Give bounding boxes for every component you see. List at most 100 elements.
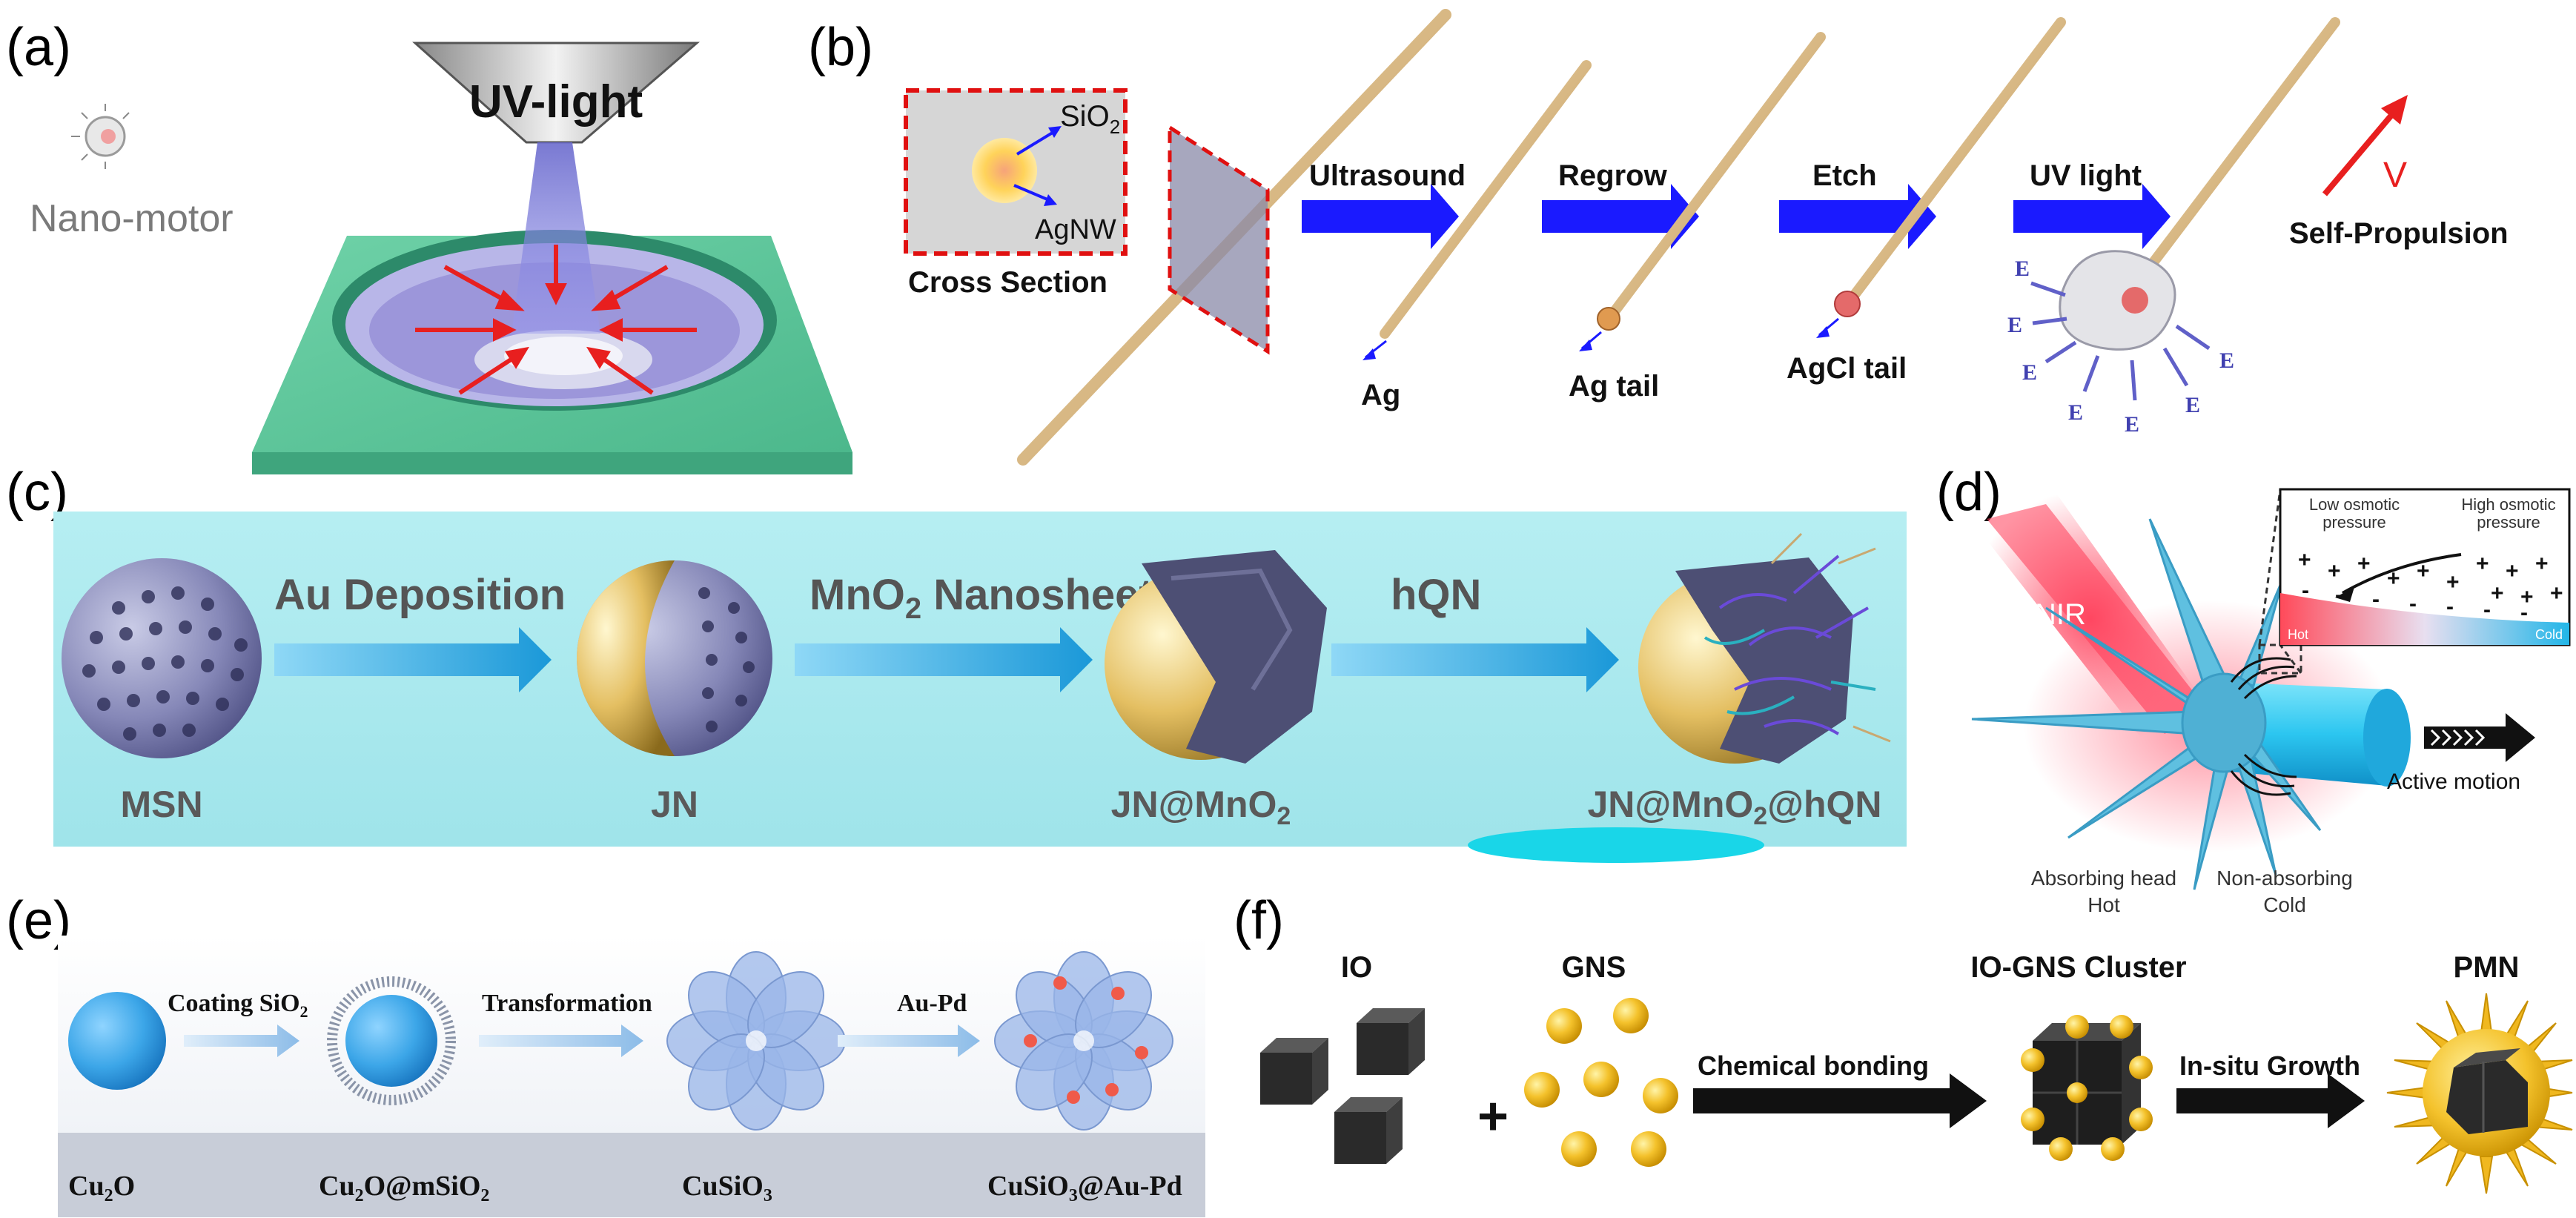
panel-f-label: (f) bbox=[1234, 891, 1284, 950]
cusio3-aupd-particle bbox=[994, 951, 1173, 1131]
svg-text:+: + bbox=[2357, 552, 2371, 576]
product-jn: JN bbox=[651, 784, 698, 825]
inset-hot-label: Hot bbox=[2288, 627, 2308, 642]
in-situ-arrow bbox=[2176, 1073, 2365, 1128]
velocity-label: V bbox=[2383, 156, 2407, 195]
ag-rod bbox=[1380, 60, 1592, 339]
step-ultrasound: Ultrasound bbox=[1309, 159, 1466, 192]
active-motion-label: Active motion bbox=[2387, 769, 2520, 794]
product-cusio3: CuSiO3 bbox=[682, 1171, 772, 1205]
absorbing-hot-label: Hot bbox=[2087, 893, 2120, 916]
svg-text:+: + bbox=[2328, 559, 2341, 583]
product-cusio3-aupd: CuSiO3@Au-Pd bbox=[987, 1171, 1182, 1205]
velocity-arrow bbox=[2322, 106, 2400, 196]
panel-f: (f) IO + GNS Chemical bonding IO-GNS Clu… bbox=[1234, 891, 2573, 1194]
tail-agcl-tail: AgCl tail bbox=[1787, 352, 1907, 385]
svg-text:-: - bbox=[2446, 595, 2454, 619]
cross-section-title: Cross Section bbox=[908, 266, 1107, 299]
panel-a: (a) Nano-motor UV-ligh bbox=[6, 18, 852, 474]
step-hqn: hQN bbox=[1391, 571, 1481, 619]
product-msn: MSN bbox=[120, 784, 202, 825]
io-gns-cluster bbox=[2021, 1015, 2153, 1161]
inset-cold-label: Cold bbox=[2535, 627, 2563, 642]
flow-lines bbox=[2230, 657, 2297, 796]
panel-a-label: (a) bbox=[6, 18, 71, 77]
panel-c: (c) MSN Au Deposition MnO2 Nanosheet hQN bbox=[6, 463, 1907, 863]
io-cubes bbox=[1260, 1008, 1425, 1164]
non-absorbing-cold-label: Cold bbox=[2263, 893, 2306, 916]
self-propelling-motor: E E E E E E E bbox=[2007, 17, 2340, 437]
step-au-pd: Au-Pd bbox=[897, 990, 967, 1017]
jn-mno2-hqn-particle bbox=[1638, 532, 1891, 764]
svg-text:+: + bbox=[2506, 559, 2519, 583]
cutting-plane bbox=[1168, 124, 1270, 355]
high-osmotic-pressure: pressure bbox=[2477, 513, 2540, 532]
product-cu2o-msio2: Cu2O@mSiO2 bbox=[319, 1171, 489, 1205]
agcl-tail-rod bbox=[1848, 17, 2066, 302]
svg-text:E: E bbox=[2125, 412, 2139, 437]
svg-text:+: + bbox=[2491, 581, 2504, 606]
tail-ag: Ag bbox=[1361, 379, 1400, 411]
self-propulsion-label: Self-Propulsion bbox=[2289, 217, 2509, 250]
pmn-label: PMN bbox=[2454, 951, 2520, 984]
uv-light-source bbox=[412, 42, 701, 334]
panel-e-arrows bbox=[184, 1025, 980, 1057]
panel-e: (e) bbox=[6, 891, 1205, 1217]
uv-light-label: UV-light bbox=[469, 76, 643, 128]
jn-mno2-particle bbox=[1105, 550, 1327, 764]
active-motion-arrow bbox=[2424, 713, 2535, 762]
cu2o-msio2-particle bbox=[327, 976, 456, 1105]
svg-text:E: E bbox=[2068, 400, 2083, 425]
step-uv-light: UV light bbox=[2030, 159, 2142, 192]
product-jn-mno2-hqn: JN@MnO2@hQN bbox=[1588, 784, 1882, 830]
svg-text:+: + bbox=[2446, 570, 2460, 595]
svg-text:+: + bbox=[2417, 559, 2430, 583]
cyan-glow bbox=[1468, 827, 1764, 863]
step-mno2-nanosheet: MnO2 Nanosheet bbox=[809, 571, 1153, 625]
svg-text:+: + bbox=[2387, 566, 2400, 591]
cu2o-particle bbox=[68, 992, 166, 1090]
panel-b: (b) SiO2 AgNW Cross Section Ultrasound R… bbox=[808, 9, 2509, 466]
svg-text:-: - bbox=[2302, 578, 2309, 603]
cross-section-box: SiO2 AgNW bbox=[904, 88, 1128, 256]
step-etch: Etch bbox=[1812, 159, 1877, 192]
sio2-label: SiO2 bbox=[1060, 100, 1120, 138]
svg-text:E: E bbox=[2015, 256, 2030, 281]
nano-motor-label: Nano-motor bbox=[30, 197, 234, 240]
svg-text:-: - bbox=[2483, 598, 2491, 622]
ag-tail-rod bbox=[1609, 32, 1826, 317]
svg-text:-: - bbox=[2372, 587, 2380, 612]
svg-text:E: E bbox=[2007, 313, 2022, 337]
svg-text:+: + bbox=[2476, 552, 2489, 576]
absorbing-head-label: Absorbing head bbox=[2031, 867, 2176, 890]
msn-particle bbox=[62, 558, 262, 758]
io-label: IO bbox=[1341, 951, 1372, 984]
low-osmotic-pressure: pressure bbox=[2322, 513, 2386, 532]
step-au-deposition: Au Deposition bbox=[274, 571, 566, 619]
svg-text:-: - bbox=[2335, 583, 2342, 607]
svg-text:-: - bbox=[2409, 592, 2417, 616]
chemical-bonding-arrow bbox=[1693, 1073, 1987, 1128]
spiky-particle bbox=[1971, 518, 2322, 890]
svg-text:+: + bbox=[2298, 548, 2311, 572]
svg-text:+: + bbox=[2550, 581, 2563, 606]
plus-sign: + bbox=[1477, 1087, 1509, 1146]
gns-label: GNS bbox=[1562, 951, 1626, 984]
svg-text:E: E bbox=[2185, 393, 2200, 417]
svg-text:E: E bbox=[2219, 348, 2234, 373]
svg-text:+: + bbox=[2535, 552, 2549, 576]
high-osmotic-label: High osmotic bbox=[2461, 495, 2555, 514]
panel-c-arrows bbox=[274, 627, 1619, 692]
product-cu2o: Cu2O bbox=[68, 1171, 135, 1205]
non-absorbing-label: Non-absorbing bbox=[2216, 867, 2353, 890]
cluster-label: IO-GNS Cluster bbox=[1970, 951, 2186, 984]
svg-text:E: E bbox=[2022, 360, 2037, 385]
process-arrows bbox=[1302, 184, 2171, 249]
in-situ-label: In-situ Growth bbox=[2179, 1050, 2360, 1081]
inward-arrows bbox=[415, 245, 697, 395]
pmn-particle bbox=[2386, 993, 2573, 1194]
cusio3-particle bbox=[666, 951, 846, 1131]
tail-ag-tail: Ag tail bbox=[1569, 370, 1659, 403]
nir-label: NIR bbox=[2035, 598, 2086, 631]
